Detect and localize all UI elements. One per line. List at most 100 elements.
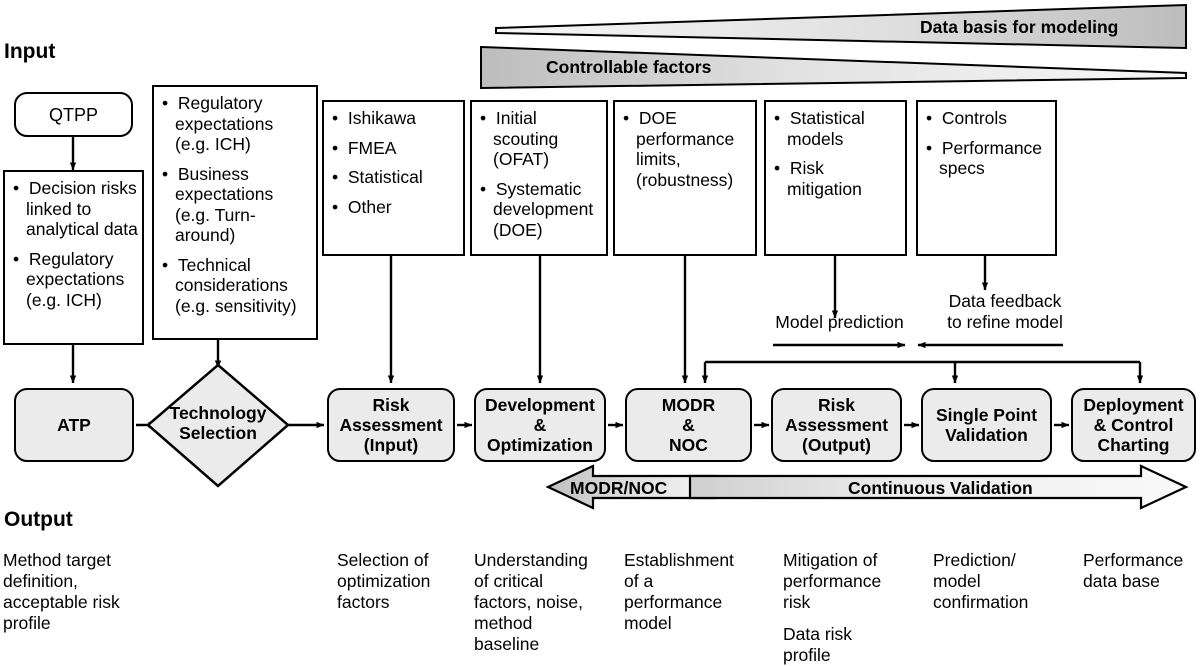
doe-methods-box[interactable]: Initial scouting (OFAT) Systematic devel… xyxy=(470,100,608,256)
list-item: Risk mitigation xyxy=(774,158,901,199)
list-item: Statistical models xyxy=(774,108,901,149)
out5-l0: Prediction/ xyxy=(933,550,1016,570)
dep-line2: & Control xyxy=(1093,415,1174,435)
doe-limits-box[interactable]: DOE performance limits, (robustness) xyxy=(613,100,757,256)
controls-box[interactable]: Controls Performance specs xyxy=(916,100,1057,256)
process-modr-noc[interactable]: MODR & NOC xyxy=(625,388,752,462)
out2-l4: baseline xyxy=(474,634,540,654)
techsel-line1: Technology xyxy=(169,403,267,423)
out2-l0: Understanding xyxy=(474,550,588,570)
list-item: DOE performance limits, (robustness) xyxy=(623,108,751,190)
process-development-optimization[interactable]: Development & Optimization xyxy=(474,388,606,462)
spv-line1: Single Point xyxy=(935,405,1038,425)
process-technology-selection-label: Technology Selection xyxy=(148,403,288,443)
model-prediction-label: Model prediction xyxy=(775,312,904,332)
list-item: Regulatory expectations (e.g. ICH) xyxy=(13,249,138,311)
output-atp-caption: Method target definition, acceptable ris… xyxy=(3,550,153,634)
out5-l1: model xyxy=(933,571,981,591)
list-item: Systematic development (DOE) xyxy=(480,179,602,241)
out1-l0: Selection of xyxy=(337,550,429,570)
out2-l3: method xyxy=(474,613,533,633)
out0-l1: definition, xyxy=(3,571,78,591)
risk-tools-box[interactable]: Ishikawa FMEA Statistical Other xyxy=(322,100,465,256)
rao-line3: (Output) xyxy=(802,435,871,455)
qtpp-box[interactable]: QTPP xyxy=(14,92,133,137)
out4-l4: Data risk xyxy=(783,624,853,644)
dev-line1: Development xyxy=(485,395,595,415)
out4-l2: risk xyxy=(783,592,811,612)
out3-l2: performance xyxy=(624,592,723,612)
out6-l1: data base xyxy=(1083,571,1160,591)
output-risk-output-caption: Mitigation of performance risk Data risk… xyxy=(783,550,923,666)
out4-spacer xyxy=(783,613,923,624)
list-item: Technical considerations (e.g. sensitivi… xyxy=(162,255,312,317)
list-item: Controls xyxy=(926,108,1051,129)
output-deployment-caption: Performance data base xyxy=(1083,550,1200,592)
out2-l1: of critical xyxy=(474,571,544,591)
list-item: Performance specs xyxy=(926,138,1051,179)
process-risk-assessment-input[interactable]: Risk Assessment (Input) xyxy=(327,388,455,462)
out1-l1: optimization xyxy=(337,571,431,591)
out1-l2: factors xyxy=(337,592,390,612)
out0-l3: profile xyxy=(3,613,51,633)
wedge-controllable-factors-label: Controllable factors xyxy=(546,57,712,77)
input-heading: Input xyxy=(4,40,56,63)
rao-line2: Assessment xyxy=(784,415,889,435)
dep-line3: Charting xyxy=(1097,435,1170,455)
list-item: Initial scouting (OFAT) xyxy=(480,108,602,170)
rai-line1: Risk xyxy=(372,395,410,415)
process-deployment-control-charting[interactable]: Deployment & Control Charting xyxy=(1071,388,1196,462)
out4-l1: performance xyxy=(783,571,882,591)
wedge-data-basis-label: Data basis for modeling xyxy=(920,17,1119,37)
list-item: Regulatory expectations (e.g. ICH) xyxy=(162,93,312,155)
wedge-controllable-factors-shape xyxy=(480,45,1187,90)
out2-l2: factors, noise, xyxy=(474,592,583,612)
process-single-point-validation[interactable]: Single Point Validation xyxy=(921,388,1052,462)
output-modr-caption: Establishment of a performance model xyxy=(624,550,764,634)
dev-line3: Optimization xyxy=(487,435,593,455)
data-feedback-line2: to refine model xyxy=(947,312,1063,332)
process-risk-assessment-output[interactable]: Risk Assessment (Output) xyxy=(771,388,902,462)
expectations-box[interactable]: Regulatory expectations (e.g. ICH) Busin… xyxy=(152,85,318,340)
data-feedback-line1: Data feedback xyxy=(948,291,1062,311)
band-modr-noc-label: MODR/NOC xyxy=(570,478,668,498)
out3-l0: Establishment xyxy=(624,550,734,570)
out0-l0: Method target xyxy=(3,550,111,570)
out6-l0: Performance xyxy=(1083,550,1184,570)
dev-line2: & xyxy=(533,415,547,435)
out3-l1: of a xyxy=(624,571,654,591)
band-continuous-validation-shape xyxy=(688,464,1189,510)
technology-selection-diamond[interactable] xyxy=(146,363,290,488)
out4-l0: Mitigation of xyxy=(783,550,878,570)
output-risk-input-caption: Selection of optimization factors xyxy=(337,550,465,613)
data-feedback-label: Data feedback to refine model xyxy=(925,291,1085,333)
rao-line1: Risk xyxy=(818,395,855,415)
list-item: Statistical xyxy=(332,167,459,188)
out3-l3: model xyxy=(624,613,672,633)
list-item: Business expectations (e.g. Turn-around) xyxy=(162,164,312,246)
wedge-data-basis-shape xyxy=(495,3,1187,50)
out5-l2: confirmation xyxy=(933,592,1029,612)
decision-risks-box[interactable]: Decision risks linked to analytical data… xyxy=(3,170,144,345)
modr-line1: MODR xyxy=(661,395,716,415)
modr-line2: & xyxy=(682,415,695,435)
process-atp-line: ATP xyxy=(57,415,91,435)
modr-line3: NOC xyxy=(669,435,708,455)
output-development-caption: Understanding of critical factors, noise… xyxy=(474,550,614,655)
list-item: Decision risks linked to analytical data xyxy=(13,178,138,240)
qtpp-label: QTPP xyxy=(48,104,98,125)
band-continuous-validation-label: Continuous Validation xyxy=(848,478,1033,498)
list-item: Ishikawa xyxy=(332,108,459,129)
spv-line2: Validation xyxy=(945,425,1028,445)
rai-line3: (Input) xyxy=(363,435,419,455)
rai-line2: Assessment xyxy=(339,415,443,435)
dep-line1: Deployment xyxy=(1083,395,1184,415)
output-heading: Output xyxy=(4,508,73,531)
list-item: FMEA xyxy=(332,138,459,159)
process-atp[interactable]: ATP xyxy=(14,388,134,462)
output-spv-caption: Prediction/ model confirmation xyxy=(933,550,1073,613)
stat-models-box[interactable]: Statistical models Risk mitigation xyxy=(764,100,907,256)
out4-l5: profile xyxy=(783,645,831,665)
